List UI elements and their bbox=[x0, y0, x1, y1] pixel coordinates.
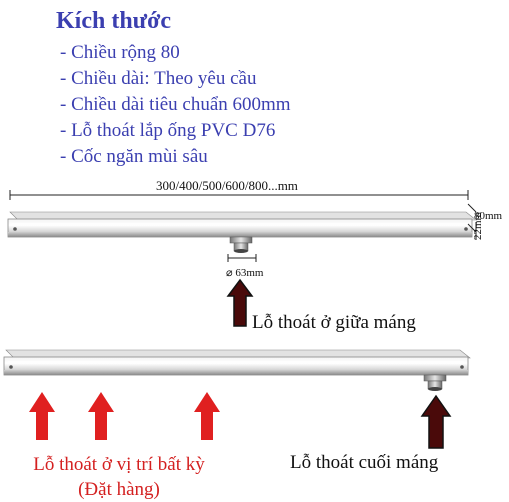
arrow-up-red-2 bbox=[88, 392, 114, 440]
any-position-outlet-line1: Lỗ thoát ở vị trí bất kỳ bbox=[33, 454, 205, 475]
any-position-outlet-label: Lỗ thoát ở vị trí bất kỳ (Đặt hàng) bbox=[6, 452, 232, 502]
diameter-dimension-line bbox=[227, 254, 257, 262]
diameter-symbol: ⌀ bbox=[226, 267, 236, 279]
spec-title: Kích thước bbox=[56, 8, 172, 34]
arrow-up-dark-end bbox=[420, 394, 452, 449]
spec-item-standard-length: - Chiều dài tiêu chuẩn 600mm bbox=[60, 94, 291, 115]
height-dimension-label: 22mm bbox=[472, 211, 484, 240]
spec-item-outlet-pipe: - Lỗ thoát lắp ống PVC D76 bbox=[60, 120, 276, 141]
width-height-dimension-lines bbox=[467, 203, 477, 240]
arrow-up-red-1 bbox=[29, 392, 55, 440]
end-outlet-label: Lỗ thoát cuối máng bbox=[290, 452, 439, 473]
diameter-dimension-label: ⌀ 63mm bbox=[226, 266, 264, 279]
diameter-value: 63mm bbox=[235, 267, 264, 279]
arrow-up-dark-center bbox=[226, 278, 254, 327]
length-dimension-label: 300/400/500/600/800...mm bbox=[156, 178, 298, 193]
middle-outlet-label: Lỗ thoát ở giữa máng bbox=[252, 312, 416, 333]
spec-item-length: - Chiều dài: Theo yêu cầu bbox=[60, 68, 257, 89]
length-dimension-line bbox=[9, 190, 469, 200]
drain-channel-end-outlet bbox=[3, 349, 471, 391]
width-dimension-label: 80mm bbox=[474, 210, 503, 222]
spec-item-width: - Chiều rộng 80 bbox=[60, 42, 180, 63]
spec-list: - Chiều rộng 80 - Chiều dài: Theo yêu cầ… bbox=[60, 40, 291, 170]
any-position-outlet-line2: (Đặt hàng) bbox=[78, 479, 160, 500]
spec-item-odor-trap: - Cốc ngăn mùi sâu bbox=[60, 146, 208, 167]
drain-channel-center-outlet bbox=[7, 211, 477, 253]
arrow-up-red-3 bbox=[194, 392, 220, 440]
